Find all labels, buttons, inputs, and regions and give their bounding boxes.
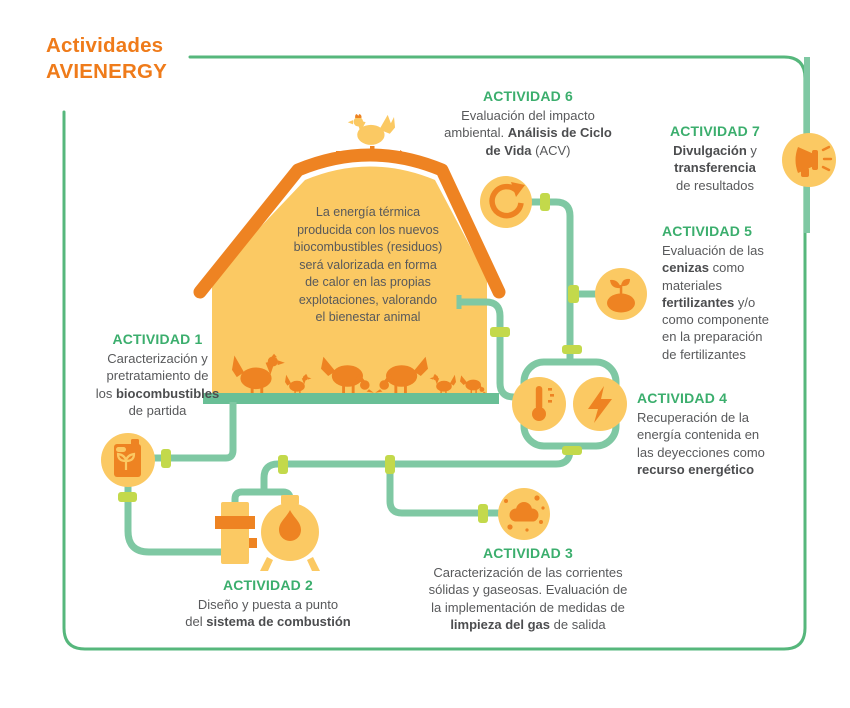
node-pretreatment (101, 433, 155, 487)
connector-barn-to-thermo (459, 298, 518, 401)
recycle-icon (489, 182, 525, 219)
lightning-icon (588, 386, 612, 423)
page-title: Actividades AVIENERGY (46, 33, 167, 84)
connector-fuelcan-to-barn (153, 402, 237, 462)
activity-4-title: ACTIVIDAD 4 (637, 390, 728, 406)
connector-recycle-to-hub (530, 198, 574, 361)
seedling-icon (607, 278, 635, 313)
fuel-can-icon (114, 439, 141, 477)
border-frame (62, 55, 807, 651)
activity-3-title: ACTIVIDAD 3 (482, 545, 574, 561)
junction-connectors (118, 193, 582, 523)
megaphone-icon (795, 145, 833, 177)
activity-1-title: ACTIVIDAD 1 (112, 331, 203, 347)
activity-5-title: ACTIVIDAD 5 (662, 223, 753, 239)
activity-3: ACTIVIDAD 3 Caracterización de las corri… (397, 545, 659, 633)
node-megaphone (782, 133, 836, 187)
connector-hub-to-combustion (260, 446, 574, 492)
page-title-line1: Actividades (46, 34, 164, 57)
flame-icon (279, 510, 301, 541)
node-thermometer (512, 377, 566, 431)
node-seedling (595, 268, 647, 320)
node-lightning (573, 377, 627, 431)
node-recycle (480, 176, 532, 228)
weathervane-rooster-icon (336, 114, 411, 164)
combustion-boiler-icon (260, 495, 320, 571)
thermometer-icon (532, 386, 554, 421)
connector-branch-to-gas (386, 464, 500, 517)
activity-6-title: ACTIVIDAD 6 (482, 88, 574, 104)
barn-base (203, 393, 499, 404)
barn (193, 114, 506, 404)
combustion-system (215, 495, 320, 571)
connector-fuelcan-down (124, 486, 224, 556)
activity-7-title: ACTIVIDAD 7 (669, 123, 761, 139)
page-title-line2: AVIENERGY (46, 59, 168, 83)
node-gas-cloud (498, 488, 550, 540)
activity-2-title: ACTIVIDAD 2 (222, 577, 314, 593)
gas-cloud-icon (504, 495, 545, 532)
combustion-cylinder-icon (215, 502, 257, 564)
